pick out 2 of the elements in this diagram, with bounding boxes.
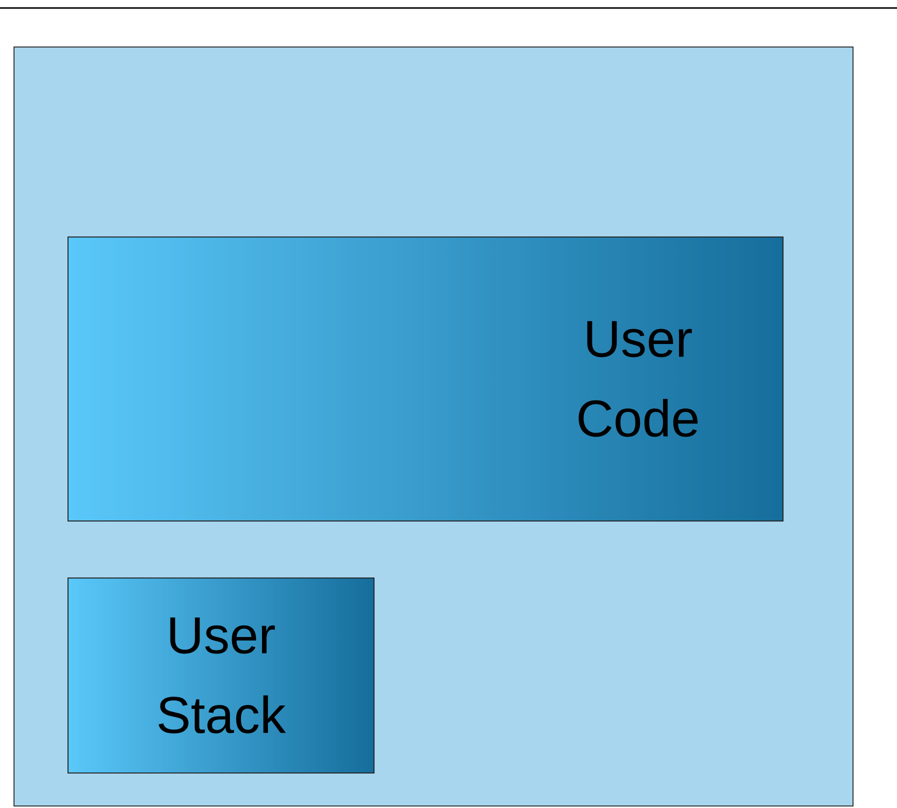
memory-box: User Stack (68, 577, 374, 774)
memory-box: User Code (68, 236, 784, 522)
